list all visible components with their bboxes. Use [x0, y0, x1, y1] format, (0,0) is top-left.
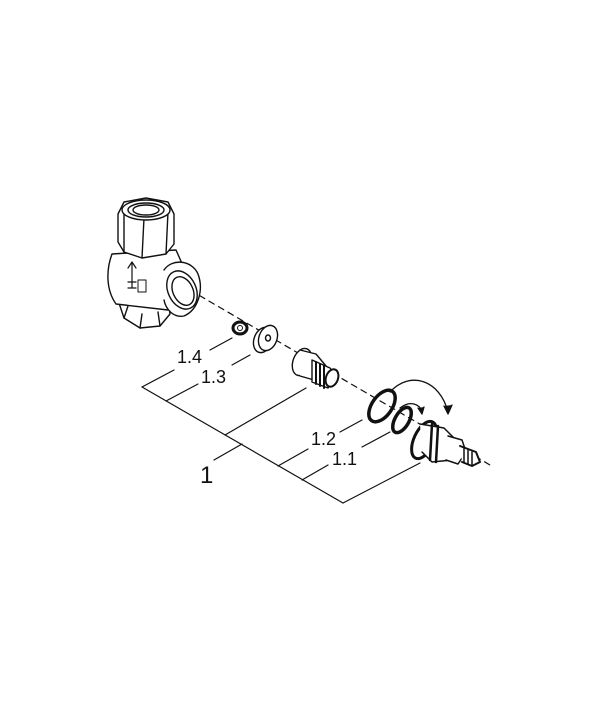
valve-body-icon — [107, 197, 202, 329]
leader-lines — [141, 337, 421, 504]
connector-icon — [291, 347, 340, 389]
label-assembly-1: 1 — [200, 462, 214, 489]
label-part-1-4: 1.4 — [177, 347, 203, 367]
part-1-3-washer-icon — [252, 324, 279, 354]
part-1-2-oring-icon — [367, 388, 397, 424]
part-1-1-oring-icon — [390, 405, 414, 435]
part-1-4-nut-icon — [231, 320, 249, 336]
label-part-1-2: 1.2 — [311, 429, 337, 449]
label-part-1-3: 1.3 — [201, 367, 227, 387]
label-part-1-1: 1.1 — [332, 449, 358, 469]
rotation-arrow-icon — [389, 379, 453, 415]
cartridge-icon — [410, 419, 481, 467]
